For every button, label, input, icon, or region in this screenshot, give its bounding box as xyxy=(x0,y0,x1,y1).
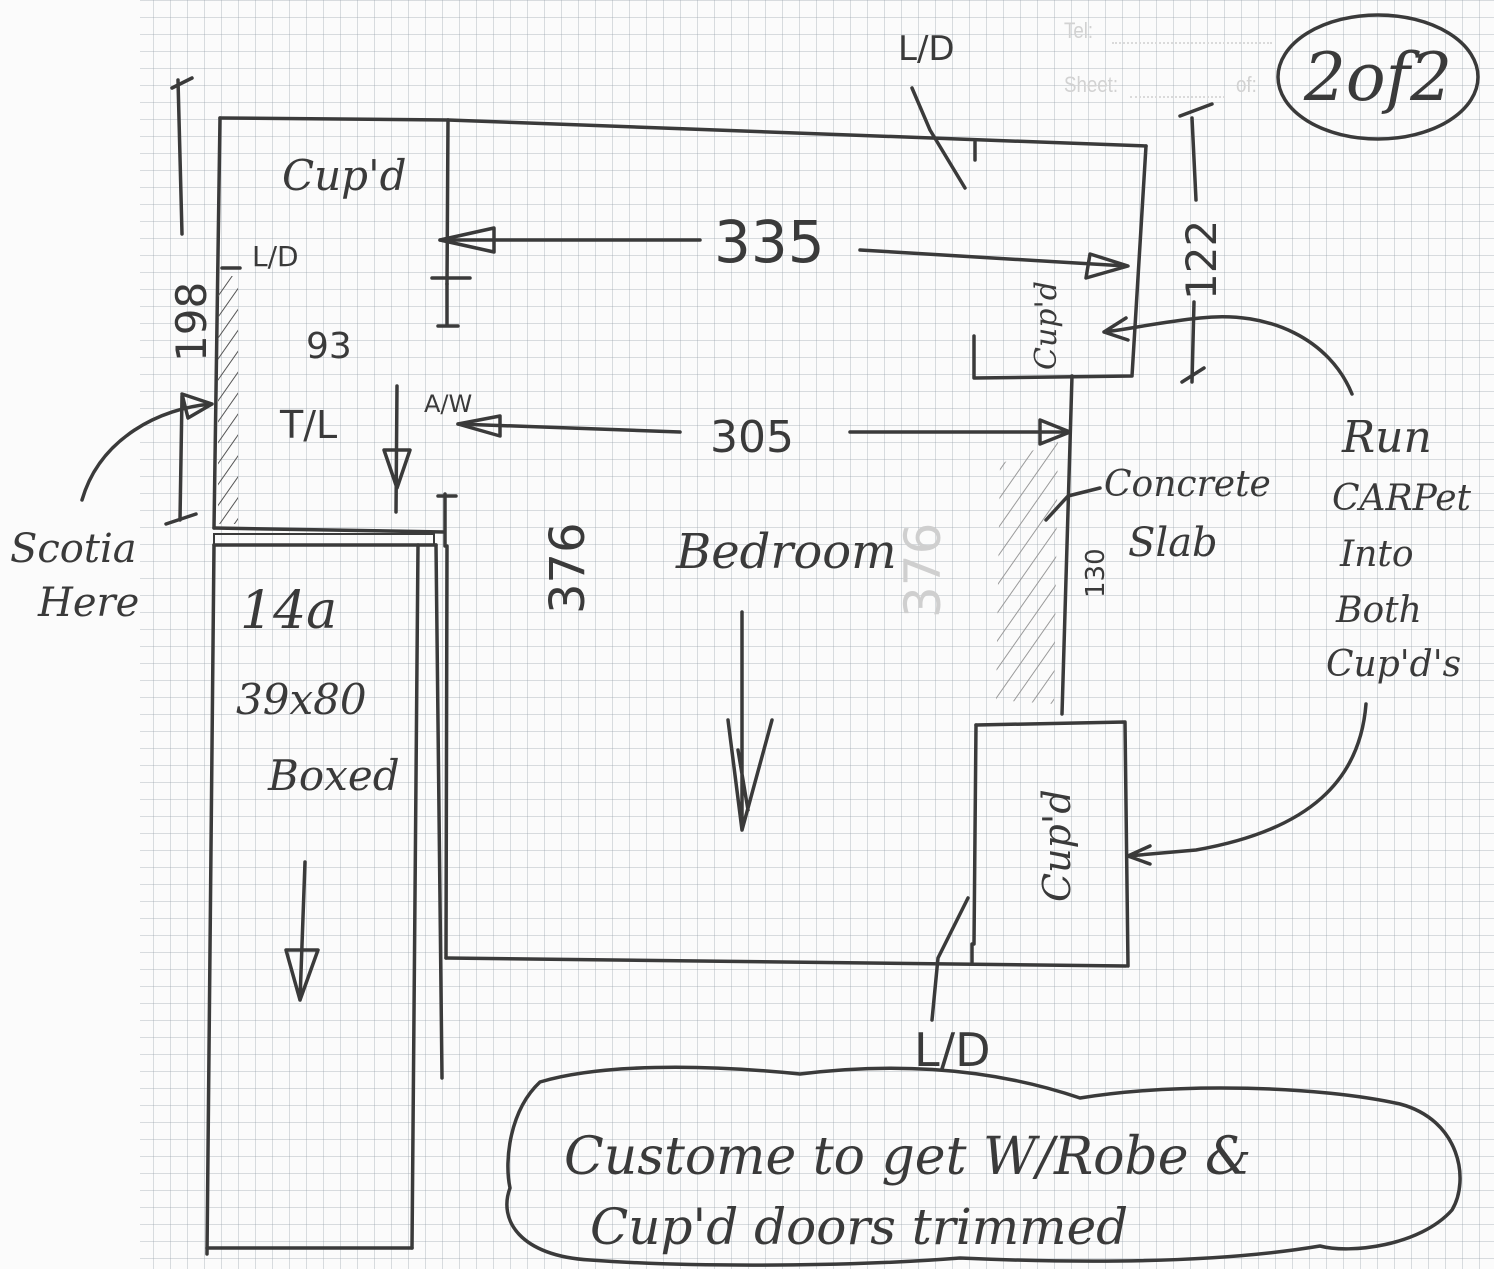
door-marker-aw xyxy=(436,492,458,548)
bedroom-top-wall xyxy=(446,118,1148,148)
cupd-right-top-label: Cup'd xyxy=(1029,281,1064,370)
ld-top-label: L/D xyxy=(898,29,955,69)
carpet-arrow-top xyxy=(1102,315,1354,396)
carpet-arrow-bottom xyxy=(1126,702,1368,866)
dim-305-arrow-right xyxy=(1038,418,1072,446)
tl-down-arrow xyxy=(382,384,412,514)
carpet-note-line1: Run xyxy=(1341,412,1432,463)
carpet-note-line3: Into xyxy=(1339,534,1414,575)
cupboard-right-bottom xyxy=(974,720,1130,968)
ld-bottom-label: L/D xyxy=(914,1023,991,1077)
customer-note-cloud xyxy=(505,1065,1462,1267)
ld-top-leader xyxy=(910,86,967,190)
sheet-margin xyxy=(0,0,140,1269)
hallway-left-wall xyxy=(205,543,216,1256)
cupboard-bottom-wall xyxy=(212,526,446,534)
dim-130-label: 130 xyxy=(1081,548,1111,598)
sheet-number-ring xyxy=(1276,13,1480,141)
hallway-right-wall xyxy=(410,543,420,1250)
ld-left-label: L/D xyxy=(252,240,299,273)
hall-boxed-label: Boxed xyxy=(267,751,400,800)
sheet-number-text: 2of2 xyxy=(1303,39,1452,116)
dim-305-label: 305 xyxy=(710,412,794,463)
ld-bottom-leader xyxy=(930,896,970,1022)
hall-size-label: 39x80 xyxy=(236,675,367,724)
dim-93-label: 93 xyxy=(306,326,352,367)
dim-122-label: 122 xyxy=(1177,220,1226,300)
dim-198-tick-bottom xyxy=(164,512,198,526)
dim-198-line xyxy=(176,78,184,522)
cupboard-right-bottom-side xyxy=(972,723,978,946)
dim-335-label: 335 xyxy=(714,208,825,276)
hallway-right-wall-outer xyxy=(434,543,444,1080)
tl-label: T/L xyxy=(279,403,337,447)
dim-122-line xyxy=(1190,116,1198,384)
customer-note-line2: Cup'd doors trimmed xyxy=(590,1198,1128,1256)
bedroom-lower-left-wall xyxy=(444,544,449,960)
bedroom-right-wall xyxy=(1060,374,1074,716)
dim-122-tick-bottom xyxy=(1180,366,1206,384)
dim-335-line xyxy=(438,238,1128,268)
cupboard-right-top xyxy=(972,144,1148,380)
dim-122-tick-top xyxy=(1178,102,1214,118)
bedroom-down-arrow xyxy=(726,610,774,832)
tel-rule xyxy=(1112,42,1272,44)
scotia-arrow xyxy=(80,392,214,502)
tel-label: Tel: xyxy=(1064,18,1094,43)
dim-376-label: 376 xyxy=(540,522,596,614)
cupd-top-left-label: Cup'd xyxy=(282,151,407,200)
carpet-note-line2: CARPet xyxy=(1332,478,1472,519)
door-marker-left xyxy=(430,276,472,328)
cupd-right-bottom-label: Cup'd xyxy=(1035,789,1079,902)
scotia-label-line2: Here xyxy=(37,580,139,626)
scotia-hatch xyxy=(218,276,238,524)
hall-14-label: 14a xyxy=(240,581,337,641)
dim-335-arrow-left xyxy=(438,226,496,254)
dim-198-label: 198 xyxy=(167,282,216,362)
dim-305-arrow-left xyxy=(456,414,502,438)
concrete-label: Concrete xyxy=(1104,464,1271,505)
dim-305-line xyxy=(456,422,1072,434)
dim-198-tick-top xyxy=(170,76,194,90)
dim-376-ghost-label: 376 xyxy=(894,523,952,618)
hallway-top-bar xyxy=(213,533,435,546)
hallway-down-arrow xyxy=(284,860,320,1002)
concrete-slab-hatch xyxy=(996,440,1058,704)
carpet-note-line4: Both xyxy=(1335,590,1422,631)
aw-label: A/W xyxy=(424,390,472,418)
scotia-label-line1: Scotia xyxy=(10,526,137,572)
customer-note-line1: Custome to get W/Robe & xyxy=(564,1127,1251,1187)
sheet-rule xyxy=(1130,96,1225,98)
slab-label: Slab xyxy=(1128,520,1218,566)
cupboard-top-wall xyxy=(218,116,450,122)
bedroom-label: Bedroom xyxy=(675,524,897,580)
carpet-note-line5: Cup'd's xyxy=(1326,644,1461,685)
sheet-label: Sheet: xyxy=(1064,72,1119,97)
bedroom-bottom-wall xyxy=(444,956,1128,968)
bedroom-left-wall xyxy=(445,118,450,286)
dim-335-arrow-right xyxy=(1084,252,1130,280)
cupboard-left-wall xyxy=(212,116,222,530)
of-label: of: xyxy=(1236,72,1257,97)
